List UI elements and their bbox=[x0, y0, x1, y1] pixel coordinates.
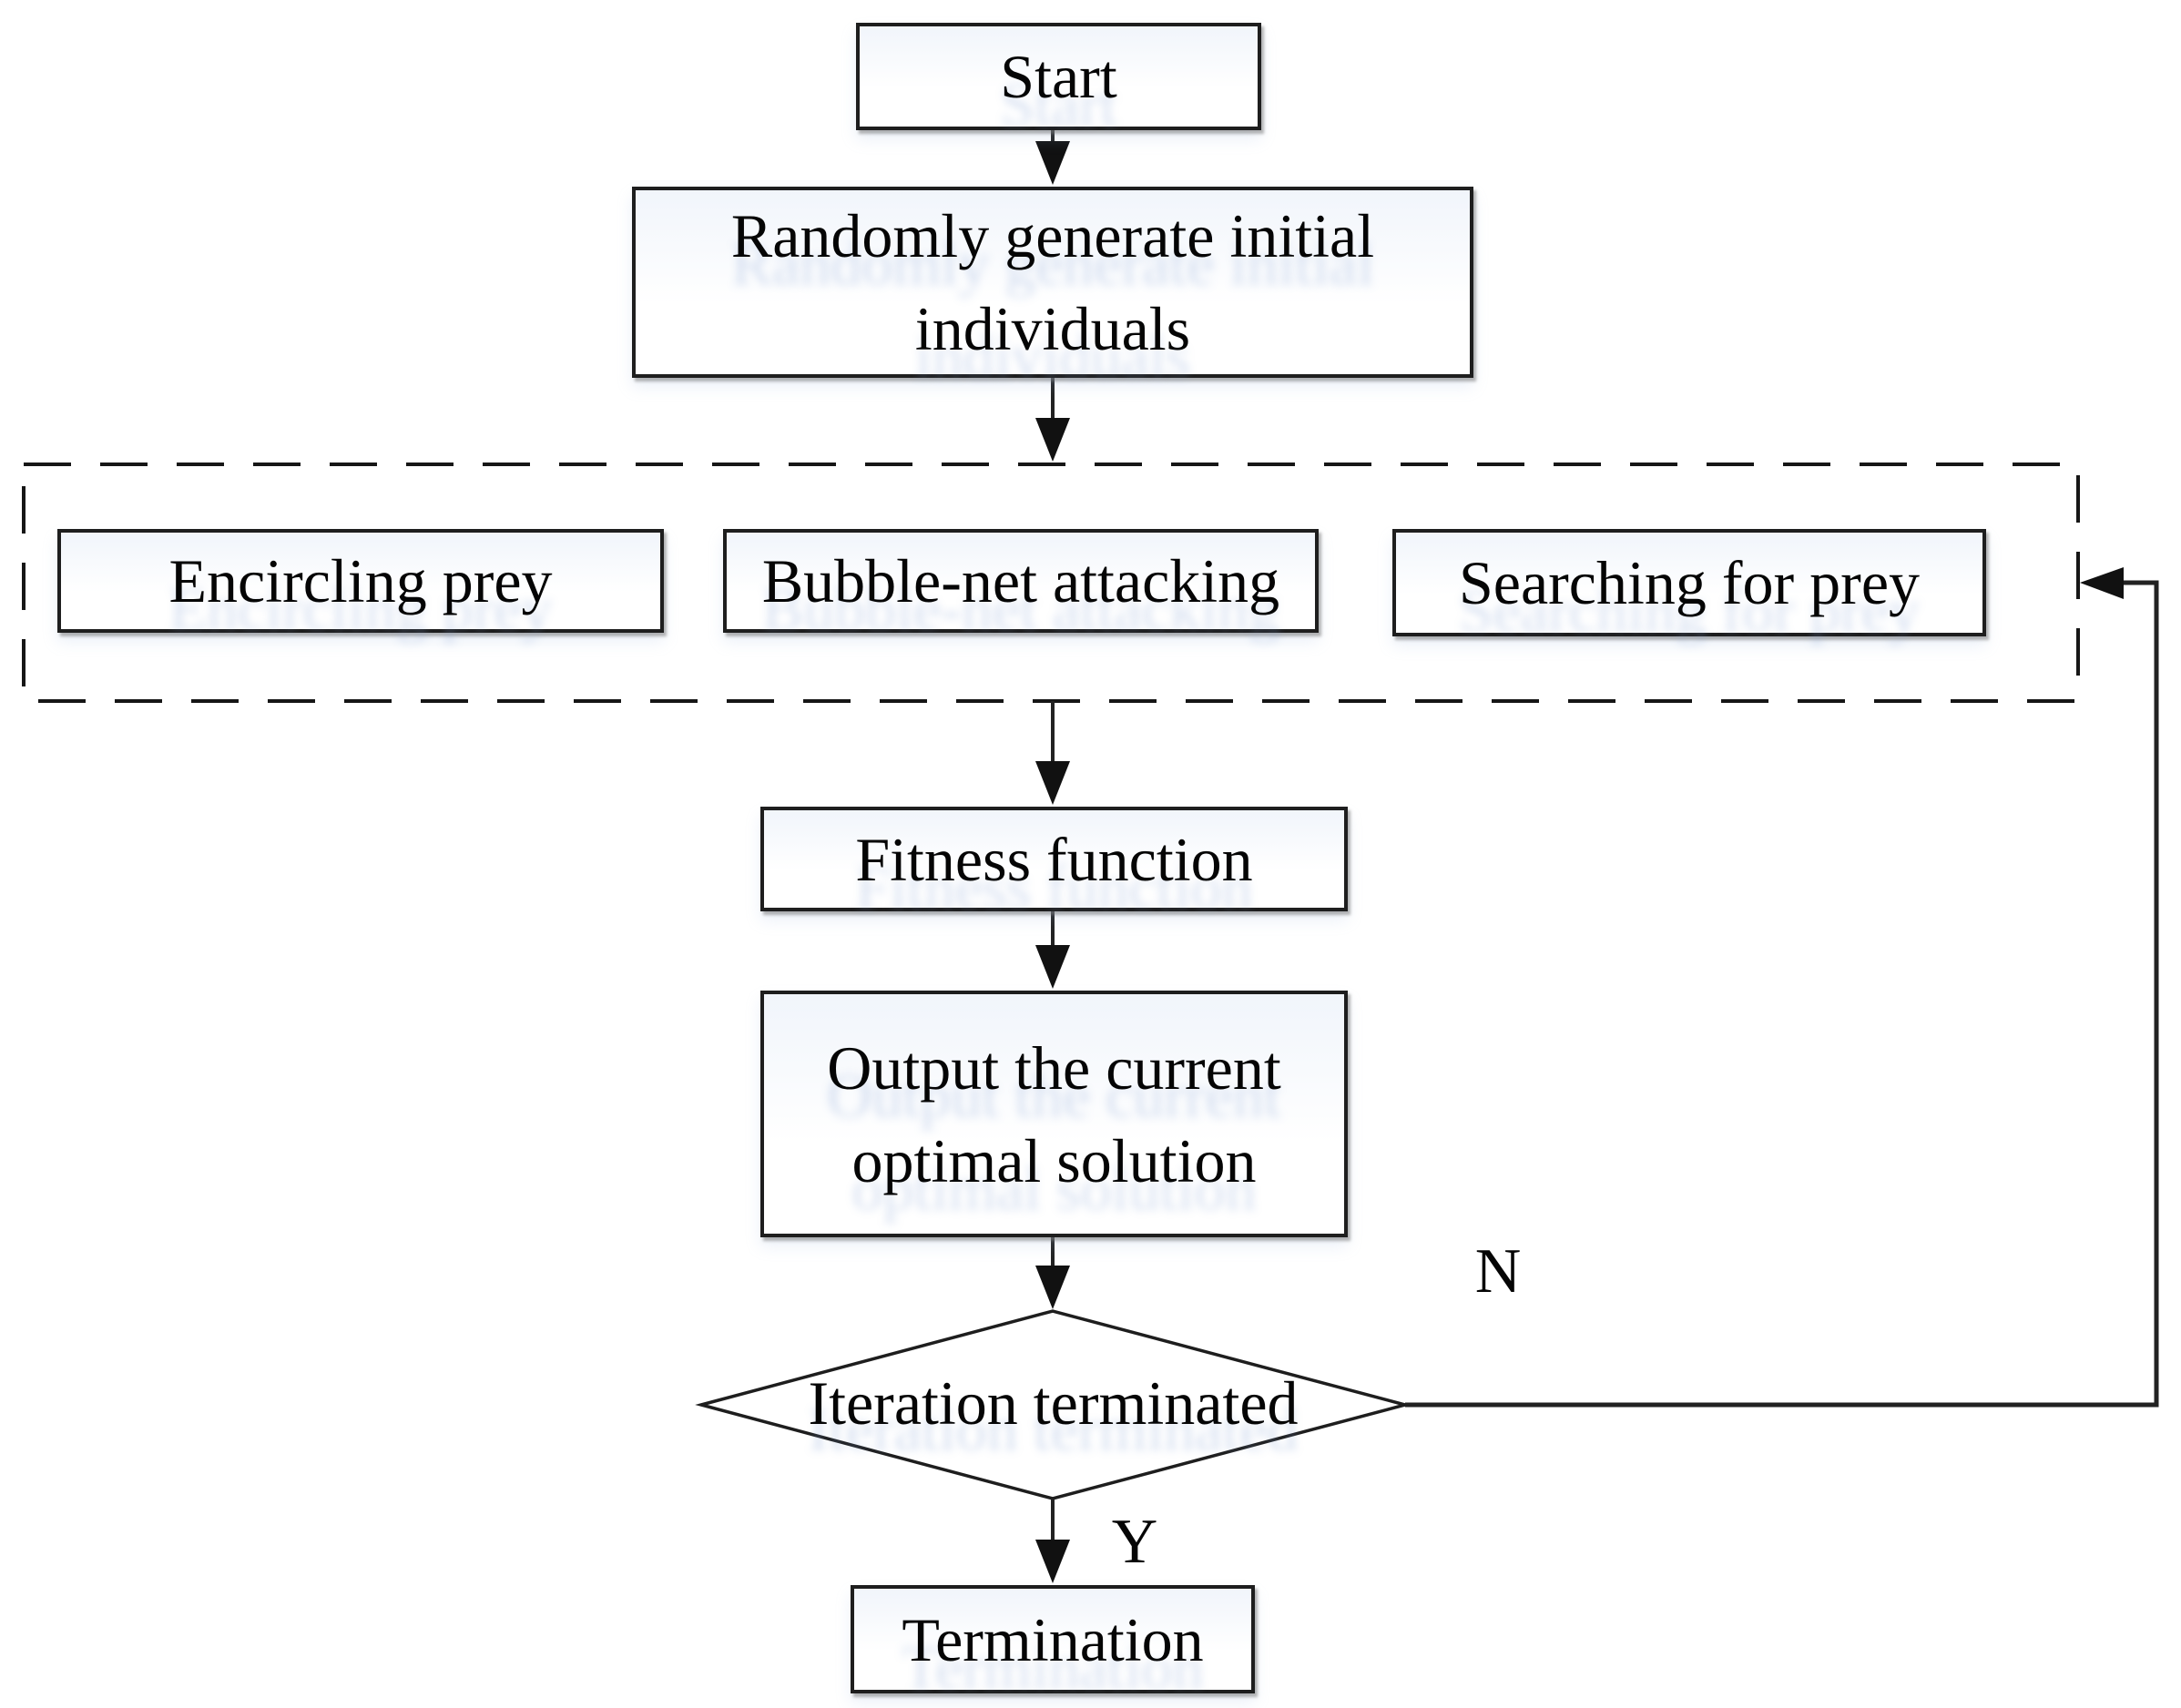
node-generate-initial-label: Randomly generate initial individuals bbox=[730, 201, 1375, 363]
node-start-label: Start bbox=[1000, 42, 1117, 111]
node-termination: Termination bbox=[851, 1585, 1255, 1693]
node-start: Start bbox=[856, 23, 1261, 130]
node-output-optimal-solution-label: Output the current optimal solution bbox=[827, 1032, 1281, 1195]
node-output-optimal-solution: Output the current optimal solution bbox=[760, 991, 1348, 1237]
node-encircling-prey-label: Encircling prey bbox=[168, 546, 553, 615]
arrowhead-left-icon bbox=[2080, 567, 2124, 599]
arrowhead-down-icon bbox=[1035, 945, 1070, 989]
node-termination-label: Termination bbox=[902, 1604, 1204, 1674]
branch-label-y: Y bbox=[1111, 1507, 1158, 1577]
node-fitness-function: Fitness function bbox=[760, 807, 1348, 911]
node-bubble-net-attacking-label: Bubble-net attacking bbox=[761, 546, 1280, 615]
arrowhead-down-icon bbox=[1035, 1266, 1070, 1309]
node-fitness-function-label: Fitness function bbox=[855, 824, 1253, 894]
arrowhead-down-icon bbox=[1035, 141, 1070, 185]
node-bubble-net-attacking: Bubble-net attacking bbox=[723, 529, 1319, 633]
node-encircling-prey: Encircling prey bbox=[57, 529, 664, 633]
branch-label-n: N bbox=[1474, 1236, 1522, 1306]
node-iteration-terminated-label: Iteration terminated bbox=[808, 1368, 1299, 1438]
arrowhead-down-icon bbox=[1035, 418, 1070, 462]
node-searching-for-prey: Searching for prey bbox=[1392, 529, 1986, 636]
arrowhead-down-icon bbox=[1035, 761, 1070, 805]
node-generate-initial: Randomly generate initial individuals bbox=[632, 187, 1473, 378]
arrowhead-down-icon bbox=[1035, 1540, 1070, 1583]
node-searching-for-prey-label: Searching for prey bbox=[1458, 548, 1920, 617]
edge-decision-feedback-loop bbox=[1405, 580, 2159, 1408]
